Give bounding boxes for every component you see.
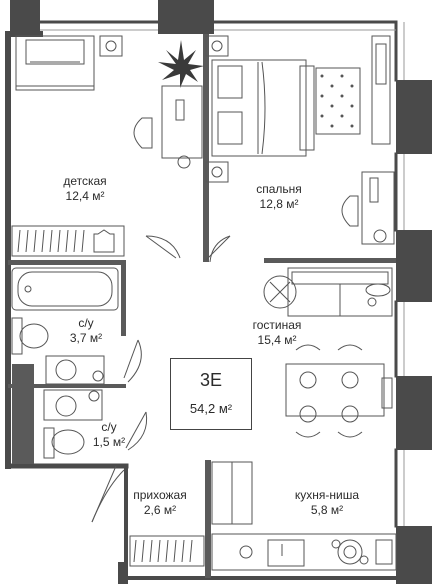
room-name: спальня (256, 182, 302, 196)
room-label-wc: с/у 1,5 м² (74, 420, 144, 450)
living-armchair-icon (263, 275, 297, 309)
room-label-bath: с/у 3,7 м² (46, 316, 126, 346)
facade-lines (40, 22, 405, 526)
apartment-code: 3E (199, 370, 223, 390)
stove-icon (331, 539, 369, 565)
kids-bed (15, 35, 95, 91)
room-label-hall: прихожая 2,6 м² (110, 488, 210, 518)
hall-wardrobe (129, 535, 205, 567)
bathtub-icon (11, 267, 119, 311)
armchair-icon (133, 117, 153, 149)
room-area: 12,4 м² (65, 189, 105, 203)
kids-wall-socket-icon (99, 35, 123, 57)
doors (91, 235, 231, 523)
exterior-walls (5, 20, 398, 580)
sofa-icon (287, 267, 393, 317)
kitchen-appliance (239, 539, 393, 565)
room-name: детская (63, 174, 107, 188)
bed-icon (211, 59, 315, 157)
room-label-bedroom: спальня 12,8 м² (234, 182, 324, 212)
interior-walls (8, 34, 396, 578)
wc-toilet-icon (43, 427, 85, 459)
apartment-badge: 3E 54,2 м² (170, 358, 252, 430)
room-name: прихожая (133, 488, 187, 502)
room-label-living: гостиная 15,4 м² (232, 318, 322, 348)
kids-desk (161, 85, 203, 169)
room-area: 5,8 м² (310, 503, 344, 517)
apartment-total-area: 54,2 м² (189, 401, 233, 416)
room-area: 15,4 м² (257, 333, 297, 347)
window-blocks (10, 0, 432, 584)
bedroom-desk (341, 171, 395, 245)
sink-icon (45, 355, 105, 385)
plant-icon (158, 40, 204, 88)
room-area: 1,5 м² (92, 435, 126, 449)
bedroom-shelf (371, 35, 391, 145)
room-name: с/у (78, 316, 94, 330)
kitchen-counter (211, 533, 397, 571)
toilet-icon (11, 317, 49, 355)
wc-sink-icon (43, 389, 103, 421)
fridge-icon (211, 461, 253, 525)
room-area: 3,7 м² (69, 331, 103, 345)
rug (315, 67, 361, 135)
room-label-kitchen: кухня-ниша 5,8 м² (272, 488, 382, 518)
room-area: 2,6 м² (143, 503, 177, 517)
room-label-kids: детская 12,4 м² (40, 174, 130, 204)
bed-pattern (320, 74, 354, 128)
room-name: с/у (101, 420, 117, 434)
kitchen-sink (267, 539, 305, 567)
room-name: кухня-ниша (294, 488, 360, 502)
bedroom-nightstands (205, 35, 229, 183)
dining-table-icon (285, 344, 393, 438)
room-name: гостиная (252, 318, 302, 332)
room-area: 12,8 м² (259, 197, 299, 211)
wardrobe-icon (11, 225, 125, 257)
